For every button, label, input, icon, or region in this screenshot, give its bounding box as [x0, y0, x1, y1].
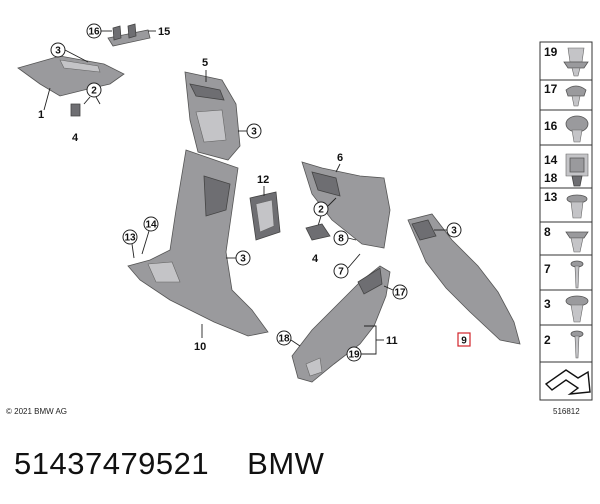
- label-6: 6: [337, 152, 343, 164]
- part-4-clip-b: [305, 223, 331, 241]
- callout-13: 13: [124, 233, 136, 244]
- side-label-7: 7: [544, 262, 551, 276]
- fastener-2-screw-icon: [570, 330, 584, 359]
- direction-arrow-icon: [544, 369, 591, 395]
- callout-19: 19: [348, 350, 360, 361]
- label-4-a: 4: [72, 132, 79, 144]
- parts-diagram: 16 15 3 1 2 4 5 3 3 10 13 14: [17, 23, 593, 401]
- side-label-14: 14: [544, 153, 558, 167]
- label-5: 5: [202, 57, 208, 69]
- label-9: 9: [461, 336, 467, 347]
- part-15-clip: [107, 23, 151, 47]
- callout-8: 8: [338, 234, 344, 245]
- label-15: 15: [158, 26, 170, 38]
- callout-3-d: 3: [451, 226, 457, 237]
- side-label-2: 2: [544, 333, 551, 347]
- fastener-16-icon: [565, 115, 589, 143]
- side-label-19: 19: [544, 45, 558, 59]
- callout-7: 7: [338, 267, 344, 278]
- fastener-19-icon: [563, 47, 589, 77]
- callout-3-b: 3: [251, 127, 257, 138]
- fastener-7-screw-icon: [570, 260, 584, 289]
- fastener-side-panel: [539, 41, 593, 401]
- callout-3-a: 3: [55, 46, 61, 57]
- part-number: 51437479521: [14, 446, 210, 481]
- fastener-13-icon: [566, 194, 588, 219]
- brand-name: BMW: [247, 446, 325, 481]
- part-9-panel: [407, 213, 521, 345]
- side-label-18: 18: [544, 171, 558, 185]
- side-label-16: 16: [544, 119, 558, 133]
- callout-18: 18: [278, 334, 290, 345]
- label-12: 12: [257, 174, 269, 186]
- label-4-b: 4: [312, 253, 319, 265]
- part-4-clip-a: [70, 103, 81, 117]
- label-1: 1: [38, 109, 44, 121]
- fastener-3-icon: [565, 295, 589, 323]
- copyright-text: © 2021 BMW AG: [6, 407, 68, 416]
- fastener-17-icon: [565, 85, 587, 107]
- side-label-13: 13: [544, 190, 558, 204]
- part-caption: 51437479521 BMW: [14, 446, 362, 482]
- part-11-trim: [291, 265, 391, 383]
- part-10-pillar: [127, 149, 269, 337]
- diagram-number: 516812: [553, 407, 580, 416]
- label-11: 11: [386, 335, 398, 347]
- side-label-17: 17: [544, 82, 558, 96]
- part-5-pillar: [184, 71, 241, 161]
- highlight-box-9: [457, 332, 471, 347]
- side-label-8: 8: [544, 225, 551, 239]
- callout-16-top: 16: [88, 27, 100, 38]
- callout-2-a: 2: [91, 86, 97, 97]
- fastener-14-18-icon: [565, 153, 589, 187]
- fastener-8-icon: [565, 231, 589, 253]
- callout-17: 17: [394, 288, 406, 299]
- part-1-trim: [17, 55, 125, 97]
- part-12-grille: [249, 191, 281, 241]
- side-label-3: 3: [544, 297, 551, 311]
- callout-3-c: 3: [240, 254, 246, 265]
- part-6-pillar: [301, 161, 391, 249]
- label-10: 10: [194, 341, 206, 353]
- callout-2-b: 2: [318, 205, 324, 216]
- callout-14: 14: [145, 220, 157, 231]
